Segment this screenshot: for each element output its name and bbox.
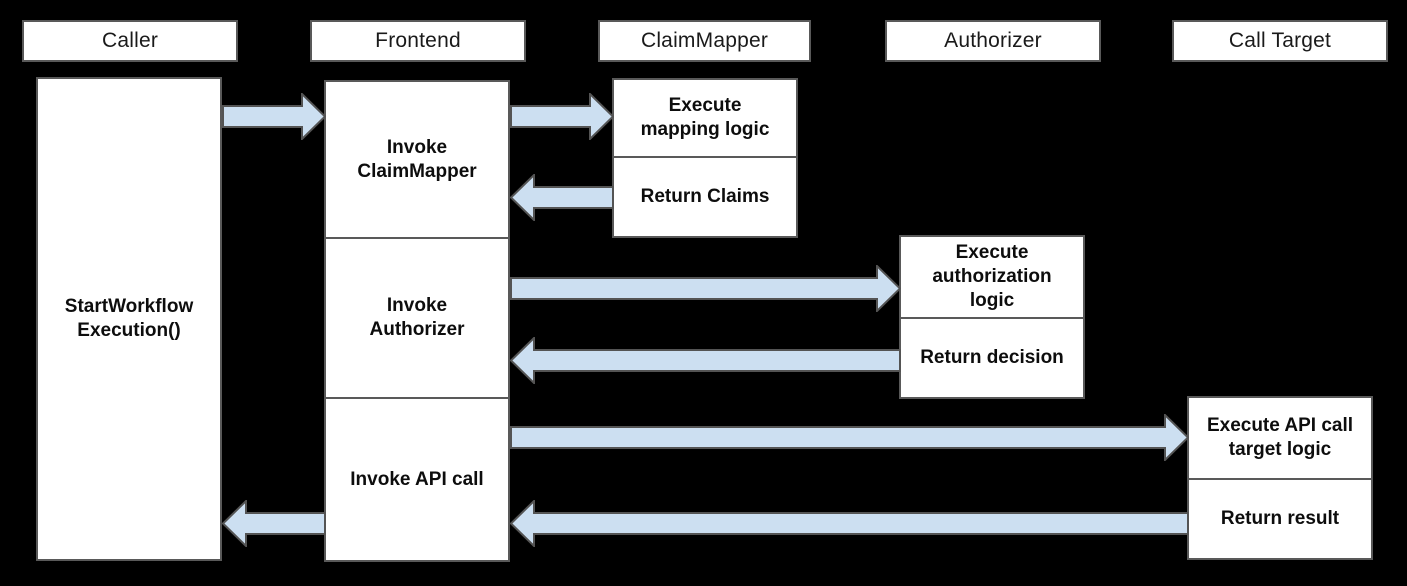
message-arrow-frontend-to-authorizer[interactable]: [510, 265, 901, 312]
message-arrow-calltarget-to-frontend[interactable]: [509, 500, 1189, 547]
participant-label: Authorizer: [944, 29, 1042, 52]
participant-header-calltarget[interactable]: Call Target: [1172, 20, 1388, 62]
participant-header-frontend[interactable]: Frontend: [310, 20, 526, 62]
activation-claimmapper-return-claims[interactable]: Return Claims: [612, 157, 798, 238]
message-arrow-caller-to-frontend[interactable]: [222, 93, 326, 140]
activation-frontend-invoke-api-call[interactable]: Invoke API call: [324, 398, 510, 562]
participant-header-claimmapper[interactable]: ClaimMapper: [598, 20, 811, 62]
participant-header-caller[interactable]: Caller: [22, 20, 238, 62]
activation-authorizer-return-decision[interactable]: Return decision: [899, 318, 1085, 399]
message-arrow-claimmapper-to-frontend[interactable]: [509, 174, 614, 221]
participant-label: Frontend: [375, 29, 461, 52]
activation-calltarget-return-result[interactable]: Return result: [1187, 479, 1373, 560]
message-arrow-frontend-to-claimmapper[interactable]: [510, 93, 614, 140]
activation-label: Return result: [1220, 508, 1340, 530]
activation-label: Return decision: [920, 347, 1064, 369]
participant-label: Caller: [101, 29, 159, 52]
message-arrow-frontend-to-caller[interactable]: [221, 500, 326, 547]
participant-label: ClaimMapper: [640, 29, 769, 52]
participant-label: Call Target: [1228, 29, 1332, 52]
message-arrow-frontend-to-calltarget[interactable]: [510, 414, 1189, 461]
activation-label: Return Claims: [640, 186, 770, 208]
participant-header-authorizer[interactable]: Authorizer: [885, 20, 1101, 62]
activation-label: Invoke API call: [350, 468, 484, 490]
message-arrow-authorizer-to-frontend[interactable]: [509, 337, 901, 384]
